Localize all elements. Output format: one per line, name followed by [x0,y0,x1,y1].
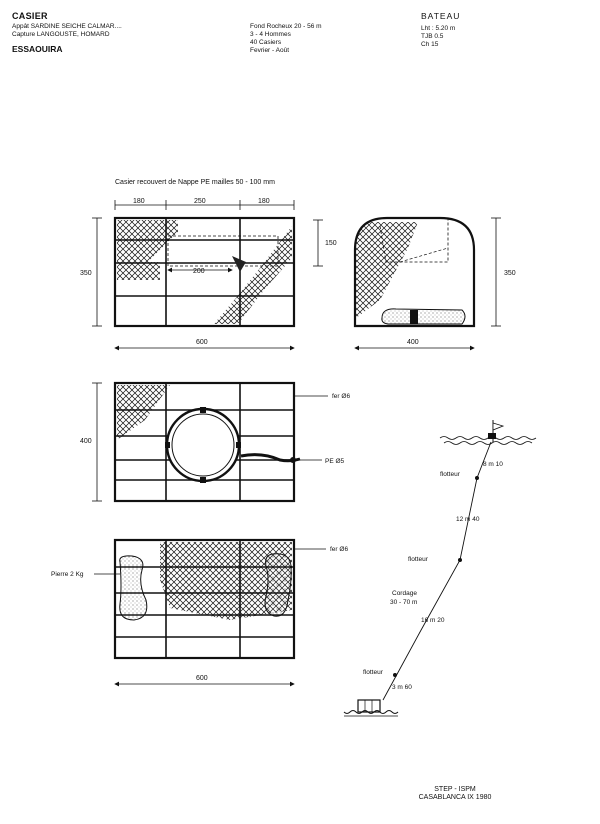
dim-front-width: 600 [196,339,208,346]
float-label-3: flotteur [363,669,384,676]
float-label-2: flotteur [408,556,429,563]
condition-depth: Fond Rocheux 20 - 56 m [250,23,322,30]
condition-traps: 40 Casiers [250,39,282,46]
dim-middle-section: 250 [194,198,206,205]
dim-left-section: 180 [133,198,145,205]
dim-front-height: 350 [80,270,92,277]
segment-2-length: 12 m 40 [456,516,480,523]
place-name: ESSAOUIRA [12,44,63,54]
plan-view: PE Ø5 fer Ø6 400 [80,381,350,503]
drawing-caption: Casier recouvert de Nappe PE mailles 50 … [115,179,275,186]
page-title: CASIER [12,11,48,21]
rig-diagram: flotteur flotteur flotteur 8 m 10 12 m 4… [343,420,537,717]
footer-location-date: CASABLANCA IX 1980 [418,793,492,801]
segment-3-length: 16 m 20 [421,617,445,624]
bottom-view: fer Ø6 Pierre 2 Kg 600 [51,538,348,687]
label-pe-rope: PE Ø5 [325,458,345,465]
condition-season: Fevrier - Août [250,47,290,54]
footer-organization: STEP - ISPM [434,786,476,793]
boat-power: Ch 15 [421,41,439,48]
top-view: 180 250 180 200 150 350 600 [80,198,337,351]
condition-crew: 3 - 4 Hommes [250,31,291,38]
label-stone: Pierre 2 Kg [51,571,84,578]
cordage-label: Cordage [392,590,417,597]
dim-right-section: 180 [258,198,270,205]
boat-title: BATEAU [421,11,461,21]
dim-inner-width: 200 [193,268,205,275]
segment-bottom-length: 3 m 60 [392,684,412,691]
float-label-1: flotteur [440,471,461,478]
label-iron-plan: fer Ø6 [332,393,350,400]
catch-text: Capture LANGOUSTE, HOMARD [12,31,110,38]
dim-inner-height: 150 [325,240,337,247]
dim-plan-height: 400 [80,438,92,445]
bait-text: Appât SARDINE SEICHE CALMAR.... [12,23,122,30]
dim-side-width: 400 [407,339,419,346]
label-iron-bottom: fer Ø6 [330,546,348,553]
dim-bottom-width: 600 [196,675,208,682]
boat-length: Lht : 5.20 m [421,25,456,32]
cordage-length: 30 - 70 m [390,599,417,606]
side-view: 350 400 [353,216,516,351]
dim-side-height: 350 [504,270,516,277]
boat-tonnage: TJB 0.5 [421,33,444,40]
segment-top-length: 8 m 10 [483,461,503,468]
